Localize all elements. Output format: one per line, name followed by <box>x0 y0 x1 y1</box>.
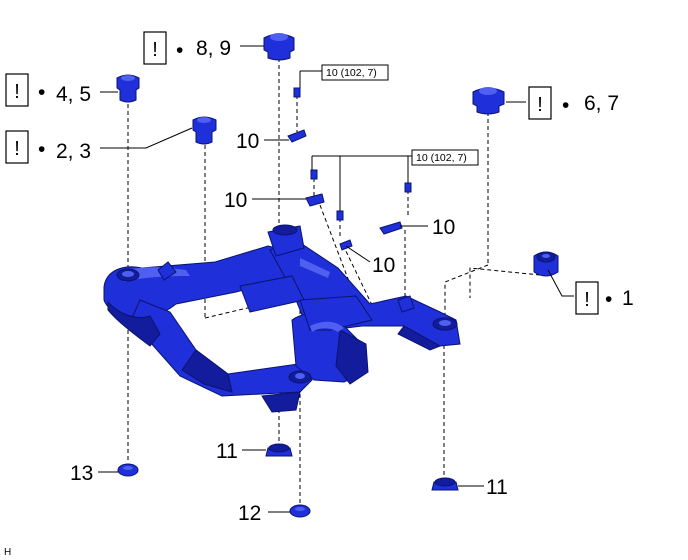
bushing-1 <box>533 251 559 277</box>
callout-label-8-9: 8, 9 <box>196 37 231 60</box>
callout-label-10: 10 <box>432 216 455 239</box>
callout-label-11: 11 <box>216 440 238 463</box>
bullet: • <box>605 288 612 311</box>
bullet: • <box>176 39 183 62</box>
callout-8-9: ! • 8, 9 <box>143 31 231 65</box>
callout-label-10: 10 <box>224 189 247 212</box>
bushing-6-7 <box>472 87 505 115</box>
bushing-2-3 <box>192 116 217 145</box>
stopper-11-right <box>431 477 459 491</box>
stopper-13 <box>117 463 139 477</box>
caution-icon: ! <box>152 39 158 61</box>
torque-spec-text: 10 (102, 7) <box>326 67 377 79</box>
bullet: • <box>562 94 569 117</box>
callout-label-4-5: 4, 5 <box>56 83 91 106</box>
callout-label-2-3: 2, 3 <box>56 140 91 163</box>
caution-icon: ! <box>14 138 20 160</box>
caution-icon: ! <box>584 289 590 311</box>
callout-label-11: 11 <box>486 476 508 499</box>
stopper-12 <box>289 504 311 518</box>
callout-label-12: 12 <box>238 502 261 525</box>
bullet: • <box>38 138 45 161</box>
bolts <box>293 87 412 221</box>
stopper-11-left <box>265 443 293 457</box>
callout-4-5: ! • 4, 5 <box>5 73 91 107</box>
torque-spec-lower: 10 (102, 7) <box>411 149 479 166</box>
torque-spec-text: 10 (102, 7) <box>416 152 467 164</box>
callout-label-10: 10 <box>372 254 395 277</box>
bullet: • <box>38 81 45 104</box>
callout-1: ! • 1 <box>575 281 634 315</box>
bushing-8-9 <box>263 33 295 61</box>
callout-label-1: 1 <box>622 287 634 310</box>
callout-label-6-7: 6, 7 <box>584 92 619 115</box>
caution-icon: ! <box>14 81 20 103</box>
torque-spec-upper: 10 (102, 7) <box>321 64 389 81</box>
callout-label-10: 10 <box>236 130 259 153</box>
caution-icon: ! <box>537 94 543 116</box>
callout-6-7: ! • 6, 7 <box>528 86 619 120</box>
corner-mark: H <box>4 547 11 558</box>
alignment-lines <box>127 58 541 505</box>
rear-suspension-member <box>103 224 461 413</box>
callout-label-13: 13 <box>70 462 93 485</box>
bushing-4-5 <box>116 74 140 103</box>
brackets-10 <box>287 129 403 251</box>
leader-lines <box>98 45 574 513</box>
callout-2-3: ! • 2, 3 <box>5 130 91 164</box>
